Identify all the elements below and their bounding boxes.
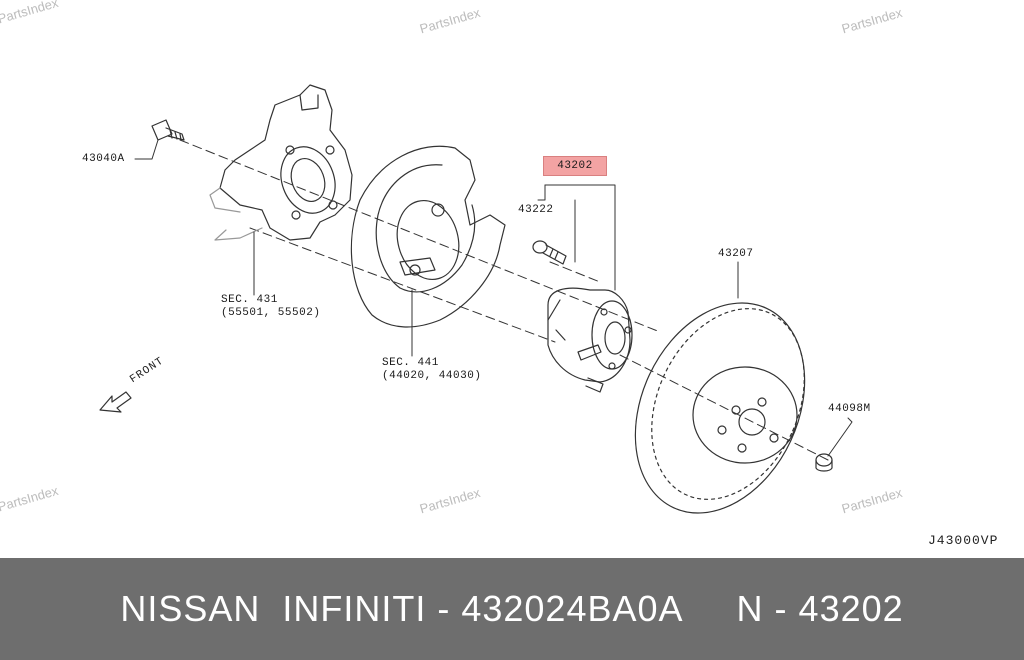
parts-diagram: PartsIndex PartsIndex PartsIndex PartsIn… (0, 0, 999, 548)
label-44098m[interactable]: 44098M (828, 403, 871, 415)
hub-assembly-drawing (547, 287, 633, 393)
knuckle-drawing (209, 84, 353, 241)
bolt-43040a-drawing (151, 119, 185, 141)
label-43040a[interactable]: 43040A (82, 153, 125, 165)
brake-rotor-drawing (634, 302, 806, 514)
leader-lines (134, 139, 853, 457)
diagram-code: J43000VP (928, 533, 999, 548)
label-sec-441-parts: (44020, 44030) (382, 370, 482, 382)
footer-bar: NISSAN INFINITI - 432024BA0A N - 43202 (0, 558, 1024, 660)
backing-plate-drawing (350, 145, 506, 328)
nut-44098m-drawing (815, 453, 833, 472)
diagram-drawing (99, 84, 853, 514)
label-sec-431[interactable]: SEC. 431 (221, 294, 278, 306)
label-sec-431-parts: (55501, 55502) (221, 307, 321, 319)
front-arrow-icon (99, 391, 132, 413)
label-sec-441[interactable]: SEC. 441 (382, 357, 439, 369)
bolt-43222-drawing (532, 240, 567, 265)
assembly-axis-lines (179, 139, 829, 461)
footer-part-number: NISSAN INFINITI - 432024BA0A N - 43202 (120, 588, 904, 629)
label-43222[interactable]: 43222 (518, 204, 554, 216)
label-43207[interactable]: 43207 (718, 248, 754, 260)
label-43202-highlighted[interactable]: 43202 (543, 156, 607, 176)
